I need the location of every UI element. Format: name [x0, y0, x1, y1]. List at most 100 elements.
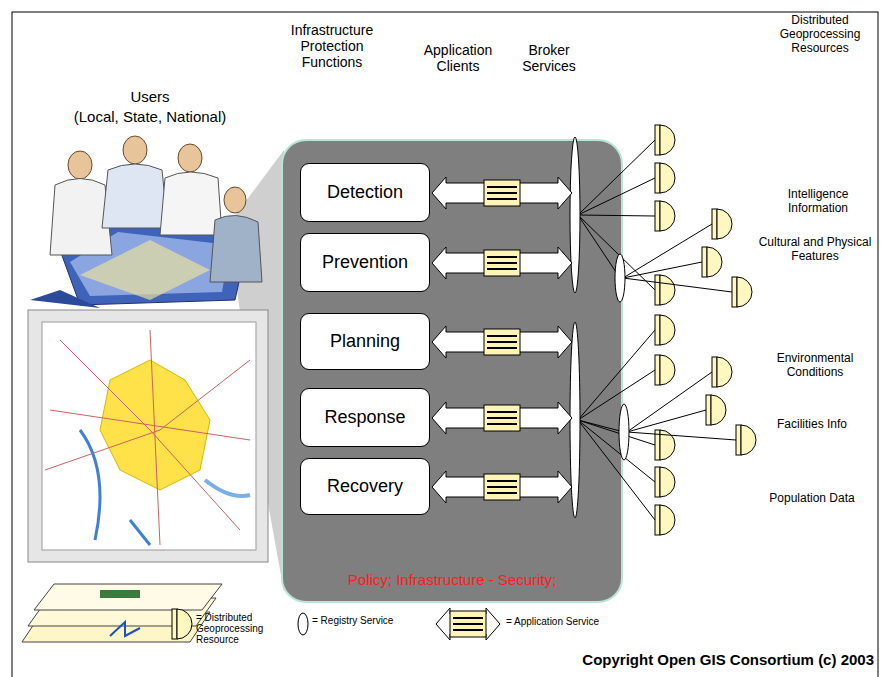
service-stripe: [487, 186, 517, 188]
resource-link: [623, 278, 732, 292]
function-name: Planning: [330, 331, 400, 352]
resource-bar: [655, 315, 660, 345]
service-stripe: [487, 423, 517, 425]
application-service: [484, 250, 520, 276]
service-stripe: [453, 623, 483, 625]
service-stripe: [487, 335, 517, 337]
resource-bar: [655, 355, 660, 385]
application-arrow: [432, 177, 572, 209]
resource-category: Environmental Conditions: [758, 352, 872, 380]
resource-link: [578, 178, 655, 215]
resource-link: [627, 432, 736, 440]
resource-dome: [660, 125, 675, 155]
protection-panel: Policy; Infrastructure - Security; Detect…: [282, 140, 622, 602]
resource-dome: [660, 467, 675, 497]
broker-services: [570, 125, 756, 535]
application-arrow: [432, 471, 572, 503]
resource-dome: [660, 505, 675, 535]
registry-service: [570, 322, 580, 518]
resource-bar: [712, 209, 717, 239]
registry-service: [570, 137, 580, 293]
resource-bar: [736, 425, 741, 455]
column-heading: Broker Services: [512, 42, 586, 74]
people: [30, 136, 262, 308]
resource-dome: [660, 275, 675, 305]
function-box: Planning: [300, 313, 430, 370]
resource-link: [578, 420, 655, 520]
service-stripe: [487, 262, 517, 264]
application-service: [450, 611, 486, 637]
map-layers: [22, 584, 222, 642]
map-screen: [28, 310, 268, 562]
resource-link: [578, 370, 655, 420]
resource-category: Population Data: [762, 492, 862, 506]
application-arrow: [432, 402, 572, 434]
resource-dome: [707, 247, 722, 277]
policy-text: Policy; Infrastructure - Security;: [282, 571, 622, 588]
service-stripe: [487, 417, 517, 419]
service-stripe: [487, 198, 517, 200]
service-stripe: [487, 192, 517, 194]
registry-service: [615, 254, 625, 302]
resource-bar: [655, 125, 660, 155]
resource-link: [578, 420, 655, 445]
resource-dome: [660, 315, 675, 345]
function-box: Detection: [300, 163, 430, 222]
function-box: Prevention: [300, 233, 430, 292]
resource-bar: [706, 395, 711, 425]
function-box: Recovery: [300, 458, 430, 515]
resource-bar: [655, 275, 660, 305]
resource-link: [578, 215, 655, 216]
registry-service: [619, 404, 629, 460]
resource-dome: [717, 209, 732, 239]
resource-category: Intelligence Information: [762, 188, 874, 216]
resource-link: [578, 215, 620, 278]
legend-text: = Distributed Geoprocessing Resource: [196, 612, 276, 645]
resource-bar: [702, 247, 707, 277]
application-service: [484, 405, 520, 431]
resource-link: [623, 262, 702, 278]
resource-dome: [660, 163, 675, 193]
resource-link: [578, 330, 655, 420]
resource-bar: [172, 609, 177, 639]
users-label: (Local, State, National): [40, 108, 260, 125]
resource-dome: [177, 609, 192, 639]
column-heading: Distributed Geoprocessing Resources: [764, 14, 876, 55]
function-box: Response: [300, 388, 430, 447]
resource-link: [578, 140, 655, 215]
legend-text: = Application Service: [506, 616, 636, 627]
resource-link: [627, 410, 706, 432]
resource-bar: [655, 163, 660, 193]
resource-bar: [655, 467, 660, 497]
service-stripe: [487, 492, 517, 494]
resource-dome: [660, 355, 675, 385]
resource-dome: [737, 277, 752, 307]
service-stripe: [453, 617, 483, 619]
application-arrow: [436, 608, 500, 640]
service-stripe: [487, 341, 517, 343]
application-service: [484, 180, 520, 206]
column-heading: Infrastructure Protection Functions: [282, 22, 382, 70]
service-stripe: [487, 411, 517, 413]
column-heading: Application Clients: [416, 42, 500, 74]
resource-category: Facilities Info: [762, 418, 862, 432]
resource-link: [578, 420, 624, 432]
copyright: Copyright Open GIS Consortium (c) 2003: [490, 651, 874, 668]
resource-dome: [741, 425, 756, 455]
application-service: [484, 329, 520, 355]
function-name: Recovery: [327, 476, 403, 497]
service-stripe: [487, 486, 517, 488]
frame: [12, 12, 878, 677]
service-stripe: [487, 480, 517, 482]
function-name: Detection: [327, 182, 403, 203]
service-stripe: [487, 256, 517, 258]
service-stripe: [453, 629, 483, 631]
application-arrow: [432, 326, 572, 358]
service-stripe: [487, 347, 517, 349]
resource-dome: [717, 357, 732, 387]
resource-bar: [712, 357, 717, 387]
resource-link: [623, 224, 712, 278]
resource-dome: [660, 201, 675, 231]
resource-link: [627, 372, 712, 432]
application-arrow: [432, 247, 572, 279]
